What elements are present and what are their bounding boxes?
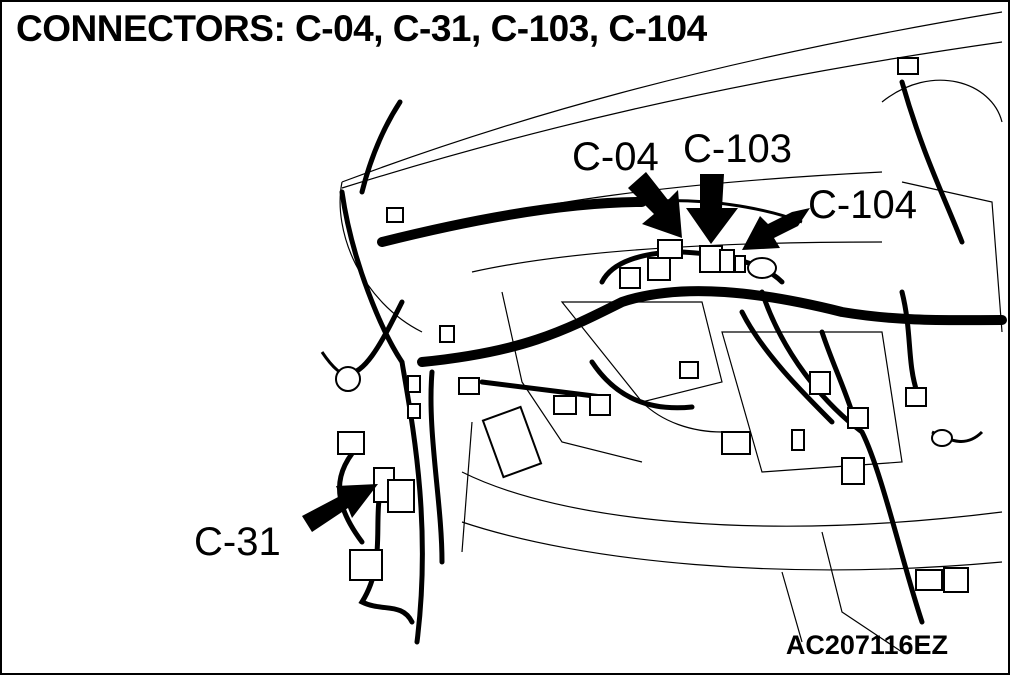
callout-label-c31: C-31 (194, 520, 281, 564)
arrow-c103 (686, 174, 738, 244)
figure-code: AC207116EZ (785, 630, 948, 660)
callout-label-c04: C-04 (572, 135, 659, 179)
connector-bodies (335, 57, 969, 593)
arrow-c104 (742, 208, 810, 250)
page-title: CONNECTORS: C-04, C-31, C-103, C-104 (16, 8, 707, 49)
callout-label-c103: C-103 (683, 127, 792, 171)
callout-arrows (302, 172, 810, 532)
main-harness (320, 79, 1007, 645)
arrow-c04 (628, 172, 682, 238)
dashboard-outline (339, 11, 1003, 653)
callout-label-c104: C-104 (808, 183, 917, 227)
arrow-c31 (302, 484, 378, 532)
